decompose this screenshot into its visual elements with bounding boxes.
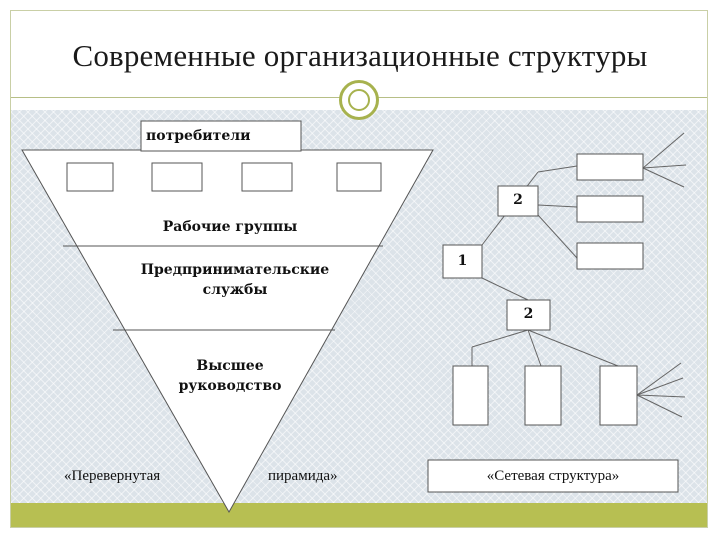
network-box-top-2 (576, 195, 644, 223)
network-box-bottom-2 (524, 365, 562, 426)
network-box-top-1 (576, 153, 644, 181)
consumers-label: потребители (146, 128, 251, 144)
title-ring-ornament (339, 80, 379, 120)
entrepreneurial-services-label: Предпринимательские службы (130, 260, 340, 300)
title-ring-inner (348, 89, 370, 111)
entrepreneurial-services-line-1: Предпринимательские (140, 262, 330, 278)
working-group-box-1 (66, 162, 114, 192)
working-groups-label: Рабочие группы (162, 219, 298, 235)
network-node-1 (442, 244, 483, 279)
bottom-accent-band (11, 503, 707, 527)
network-caption-box (427, 459, 679, 493)
working-group-box-2 (151, 162, 203, 192)
network-box-bottom-1 (452, 365, 489, 426)
network-structure-caption: «Сетевая структура» (486, 468, 620, 484)
network-node-2-lower-label: 2 (523, 306, 534, 322)
top-management-label: Высшее руководство (150, 356, 310, 396)
slide-title: Современные организационные структуры (72, 38, 648, 73)
working-group-box-3 (241, 162, 293, 192)
network-node-2-upper-label: 2 (513, 192, 523, 208)
network-node-2-lower (506, 299, 551, 331)
top-management-line-1: Высшее (196, 358, 264, 374)
network-box-bottom-3 (599, 365, 638, 426)
consumers-box (140, 120, 302, 152)
top-management-line-2: руководство (178, 378, 282, 394)
entrepreneurial-services-line-2: службы (202, 282, 268, 298)
inverted-pyramid-caption-left: «Перевернутая (64, 468, 161, 484)
network-node-2-upper (497, 185, 539, 217)
inverted-pyramid-shape (21, 149, 434, 514)
working-group-box-4 (336, 162, 382, 192)
inverted-pyramid-caption-right: пирамида» (268, 468, 338, 484)
network-node-1-label: 1 (457, 253, 468, 269)
network-box-top-3 (576, 242, 644, 270)
